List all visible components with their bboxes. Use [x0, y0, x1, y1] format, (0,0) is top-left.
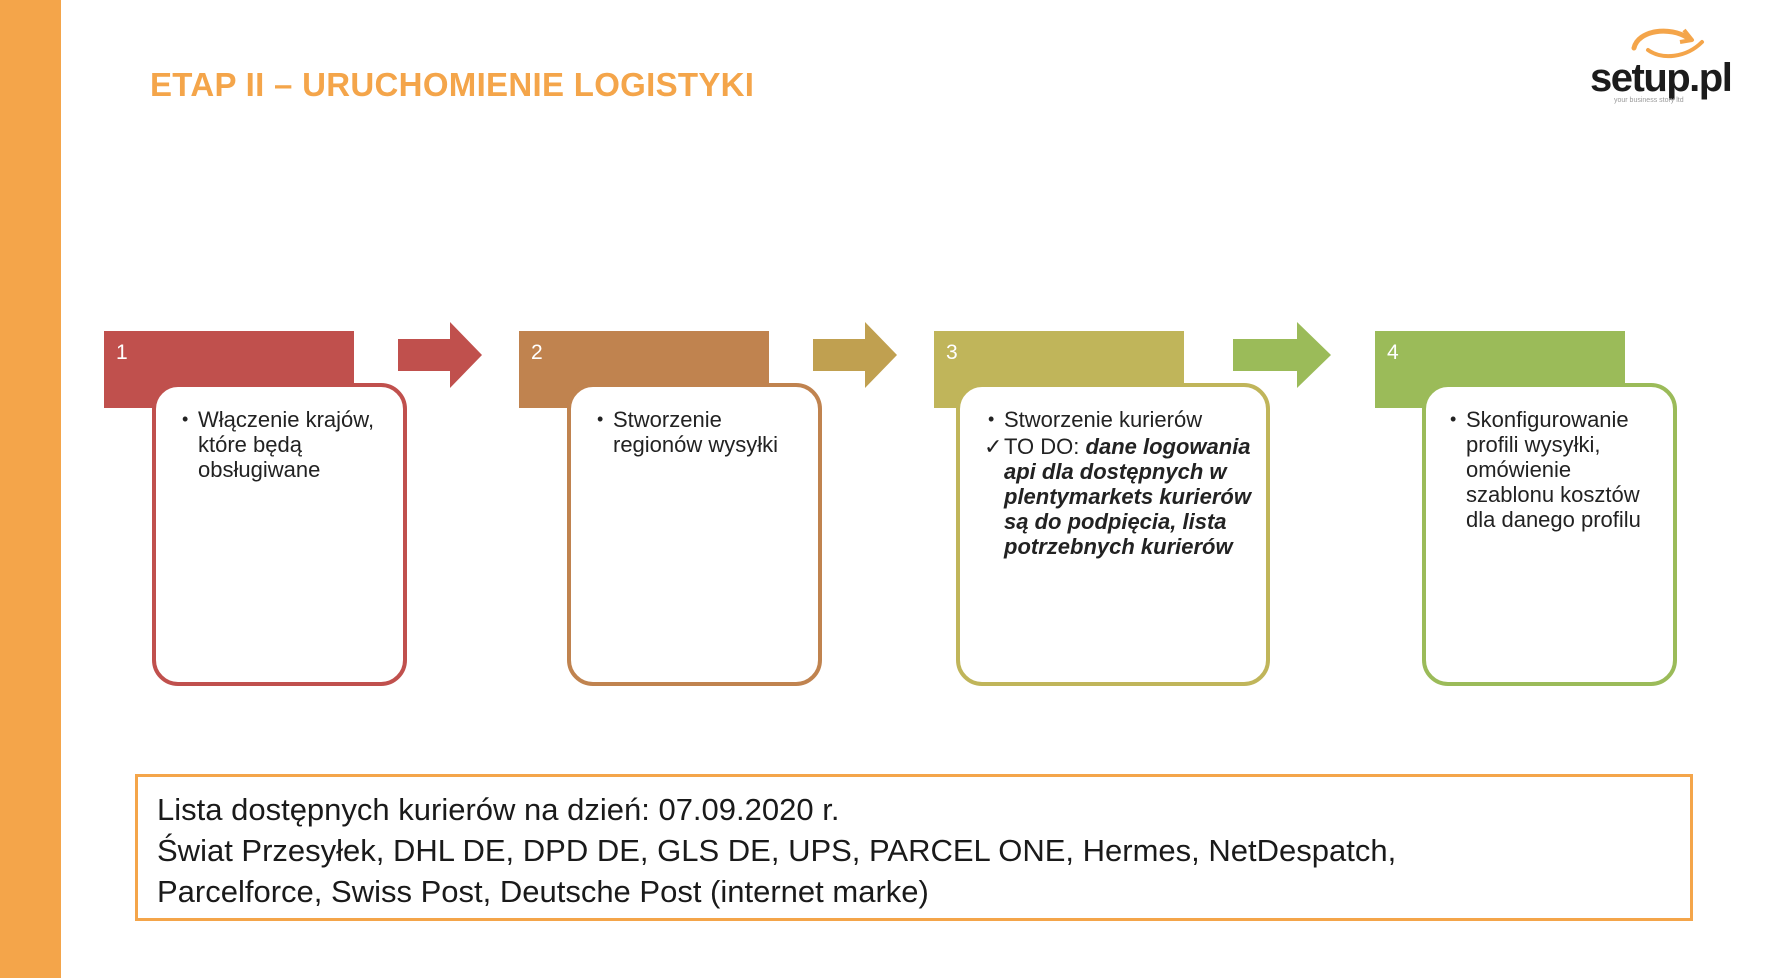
todo-label: TO DO: [1004, 434, 1080, 459]
left-accent-bar [0, 0, 61, 978]
courier-list-line-1: Świat Przesyłek, DHL DE, DPD DE, GLS DE,… [157, 833, 1397, 868]
checkmark-icon: ✓ [984, 434, 1003, 459]
todo-text: dane logowania api dla dostępnych w plen… [1004, 434, 1251, 559]
step-2-box: Stworzenie regionów wysyłki [567, 383, 822, 686]
step-2-bullet: Stworzenie regionów wysyłki [593, 407, 808, 457]
step-4-box: Skonfigurowanie profili wysyłki, omówien… [1422, 383, 1677, 686]
courier-list-box: Lista dostępnych kurierów na dzień: 07.0… [135, 774, 1693, 921]
step-3-box: Stworzenie kurierów ✓ TO DO: dane logowa… [956, 383, 1270, 686]
step-1-number: 1 [116, 341, 128, 364]
logo-swoosh-icon [1631, 28, 1704, 59]
courier-list-heading: Lista dostępnych kurierów na dzień: 07.0… [157, 792, 840, 827]
arrow-right-icon [398, 322, 482, 388]
step-3-bullet: Stworzenie kurierów [984, 407, 1256, 432]
courier-list-line-2: Parcelforce, Swiss Post, Deutsche Post (… [157, 874, 929, 909]
step-2-number: 2 [531, 341, 543, 364]
logo-tagline: your business story ltd [1614, 97, 1684, 104]
step-3-todo: ✓ TO DO: dane logowania api dla dostępny… [984, 434, 1256, 559]
step-4-number: 4 [1387, 341, 1399, 364]
arrow-right-icon [813, 322, 897, 388]
step-4-bullet: Skonfigurowanie profili wysyłki, omówien… [1446, 407, 1663, 532]
step-1-bullet: Włączenie krajów, które będą obsługiwane [178, 407, 393, 482]
step-1-box: Włączenie krajów, które będą obsługiwane [152, 383, 407, 686]
step-3-number: 3 [946, 341, 958, 364]
page-title: ETAP II – URUCHOMIENIE LOGISTYKI [150, 66, 755, 103]
logo-wordmark: setup.pl [1590, 56, 1733, 100]
logo: setup.pl your business story ltd [1586, 24, 1746, 108]
arrow-right-icon [1233, 322, 1331, 388]
